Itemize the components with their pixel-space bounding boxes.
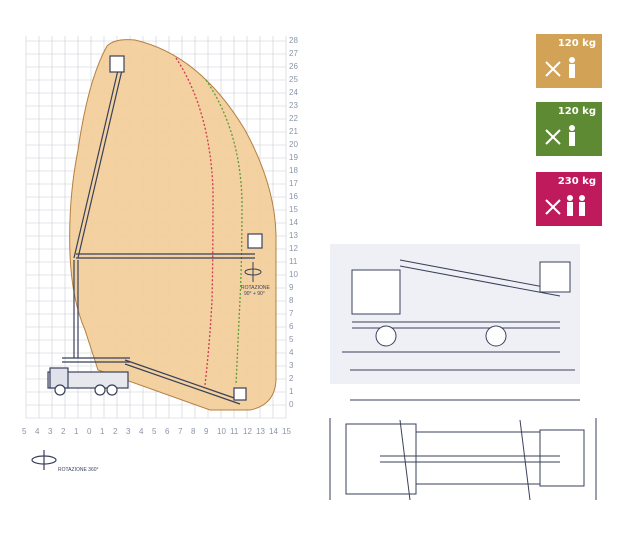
height-tick-label: 11	[289, 257, 298, 266]
height-tick-label: 28	[289, 36, 298, 45]
height-tick-label: 27	[289, 49, 298, 58]
height-tick-label: 6	[289, 322, 294, 331]
height-tick-label: 13	[289, 231, 298, 240]
platform-rotation-icon	[244, 262, 262, 282]
capacity-label: 120 kg	[557, 106, 596, 117]
reach-tick-label: 2	[113, 427, 118, 436]
green-limit-curve	[205, 79, 243, 386]
capacity-label: 230 kg	[557, 176, 596, 187]
reach-tick-label: 6	[165, 427, 170, 436]
platform-rotation-label-2: 90° + 90°	[244, 291, 265, 297]
tools-one-person-icon	[545, 57, 575, 78]
reach-tick-label: 4	[35, 427, 40, 436]
reach-tick-label: 15	[282, 427, 291, 436]
height-tick-label: 17	[289, 179, 298, 188]
reach-tick-label: 4	[139, 427, 144, 436]
turret-rotation-label: ROTAZIONE 360°	[58, 467, 99, 473]
reach-tick-label: 14	[269, 427, 278, 436]
capacity-badge-2: 120 kg	[536, 102, 602, 156]
capacity-badge-3: 230 kg	[536, 172, 602, 226]
reach-tick-label: 7	[178, 427, 183, 436]
height-tick-label: 5	[289, 335, 294, 344]
turret-rotation-icon	[31, 450, 57, 470]
reach-tick-label: 5	[152, 427, 157, 436]
height-tick-label: 1	[289, 387, 294, 396]
height-tick-label: 21	[289, 127, 298, 136]
height-tick-label: 15	[289, 205, 298, 214]
height-tick-label: 10	[289, 270, 298, 279]
height-tick-label: 8	[289, 296, 294, 305]
height-tick-label: 9	[289, 283, 294, 292]
working-envelope	[69, 39, 277, 411]
height-tick-label: 4	[289, 348, 294, 357]
reach-tick-label: 2	[61, 427, 66, 436]
height-tick-label: 3	[289, 361, 294, 370]
reach-tick-label: 1	[100, 427, 105, 436]
chart-boom-vertical	[73, 55, 263, 358]
height-tick-label: 0	[289, 400, 294, 409]
height-tick-label: 24	[289, 88, 298, 97]
height-tick-label: 26	[289, 62, 298, 71]
capacity-badge-1: 120 kg	[536, 34, 602, 88]
platform-rotation-label-1: ROTAZIONE	[241, 285, 270, 291]
reach-tick-label: 9	[204, 427, 209, 436]
tools-one-person-icon	[545, 125, 575, 146]
reach-tick-label: 13	[256, 427, 265, 436]
height-tick-label: 22	[289, 114, 298, 123]
height-tick-label: 18	[289, 166, 298, 175]
reach-tick-label: 10	[217, 427, 226, 436]
height-tick-label: 14	[289, 218, 298, 227]
reach-tick-label: 12	[243, 427, 252, 436]
red-limit-curve	[175, 57, 214, 386]
height-tick-label: 16	[289, 192, 298, 201]
top-view-drawing	[329, 399, 597, 501]
reach-tick-label: 1	[74, 427, 79, 436]
height-tick-label: 2	[289, 374, 294, 383]
tools-two-persons-icon	[545, 195, 585, 216]
reach-tick-label: 0	[87, 427, 92, 436]
height-axis-labels: 0123456789101112131415161718192021222324…	[289, 36, 298, 409]
height-tick-label: 19	[289, 153, 298, 162]
capacity-label: 120 kg	[557, 38, 596, 49]
chart-truck	[47, 357, 247, 405]
height-tick-label: 25	[289, 75, 298, 84]
height-tick-label: 23	[289, 101, 298, 110]
height-tick-label: 7	[289, 309, 294, 318]
side-view-drawing	[330, 244, 580, 384]
reach-tick-label: 3	[126, 427, 131, 436]
reach-tick-label: 3	[48, 427, 53, 436]
reach-tick-label: 5	[22, 427, 27, 436]
reach-tick-label: 11	[230, 427, 239, 436]
reach-tick-label: 8	[191, 427, 196, 436]
height-tick-label: 20	[289, 140, 298, 149]
height-tick-label: 12	[289, 244, 298, 253]
